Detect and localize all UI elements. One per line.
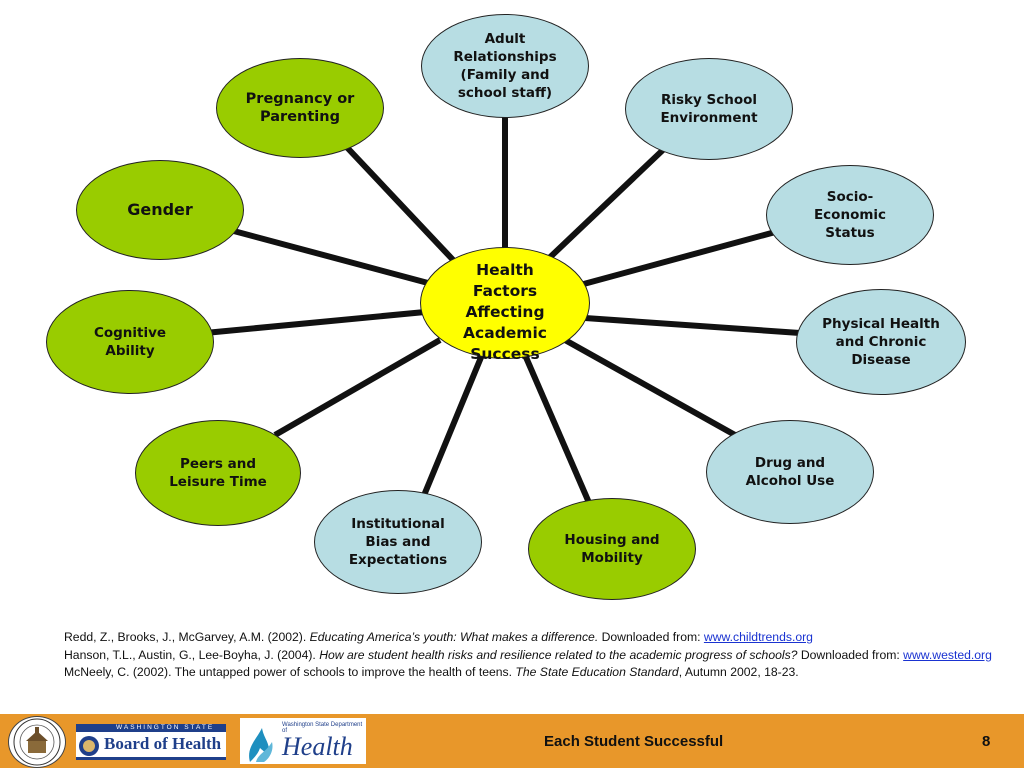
connector-drug [563, 337, 737, 438]
connector-risky [542, 145, 668, 265]
node-center-health-factors: Health Factors Affecting Academic Succes… [420, 247, 590, 363]
seal-icon [13, 718, 61, 766]
connector-socio [579, 225, 791, 288]
wested-link[interactable]: www.wested.org [903, 647, 992, 662]
node-cognitive-ability: Cognitive Ability [46, 290, 214, 394]
connector-institutional [417, 353, 485, 507]
footer-title: Each Student Successful [544, 733, 724, 750]
node-risky-school-environment: Risky School Environment [625, 58, 793, 160]
doh-small-text: Washington State Department of [282, 722, 363, 734]
node-pregnancy-parenting: Pregnancy or Parenting [216, 58, 384, 158]
node-physical-health: Physical Health and Chronic Disease [796, 289, 966, 395]
reference-2: Hanson, T.L., Austin, G., Lee-Boyha, J. … [64, 647, 992, 662]
footer-bar: WASHINGTON STATE Board of Health Washing… [0, 714, 1024, 768]
board-of-health-emblem [76, 724, 226, 760]
state-seal-logo [8, 716, 66, 768]
diagram-connectors [204, 110, 801, 507]
connector-pregnancy [337, 137, 458, 265]
node-housing-mobility: Housing and Mobility [528, 498, 696, 600]
node-drug-alcohol: Drug and Alcohol Use [706, 420, 874, 524]
doh-flame-icon [249, 728, 273, 762]
node-adult-relationships: Adult Relationships (Family and school s… [421, 14, 589, 118]
board-of-health-text: Board of Health [104, 734, 222, 753]
board-state-text: WASHINGTON STATE [116, 724, 215, 731]
node-institutional-bias: Institutional Bias and Expectations [314, 490, 482, 594]
node-socio-economic-status: Socio- Economic Status [766, 165, 934, 265]
reference-1: Redd, Z., Brooks, J., McGarvey, A.M. (20… [64, 630, 813, 644]
connector-housing [522, 353, 593, 507]
reference-3: McNeely, C. (2002). The untapped power o… [64, 665, 799, 679]
references: Redd, Z., Brooks, J., McGarvey, A.M. (20… [64, 629, 1009, 682]
node-gender: Gender [76, 160, 244, 260]
connector-cognitive [204, 309, 426, 336]
department-of-health-logo: Washington State Department of Health [240, 718, 366, 764]
connector-peers [273, 337, 442, 438]
page-number: 8 [982, 733, 991, 750]
connector-physical [584, 315, 801, 336]
node-peers-leisure: Peers and Leisure Time [135, 420, 301, 526]
connector-gender [229, 227, 429, 286]
doh-health-text: Health [282, 732, 353, 761]
childtrends-link[interactable]: www.childtrends.org [703, 630, 813, 644]
board-of-health-logo: WASHINGTON STATE Board of Health [76, 724, 226, 760]
